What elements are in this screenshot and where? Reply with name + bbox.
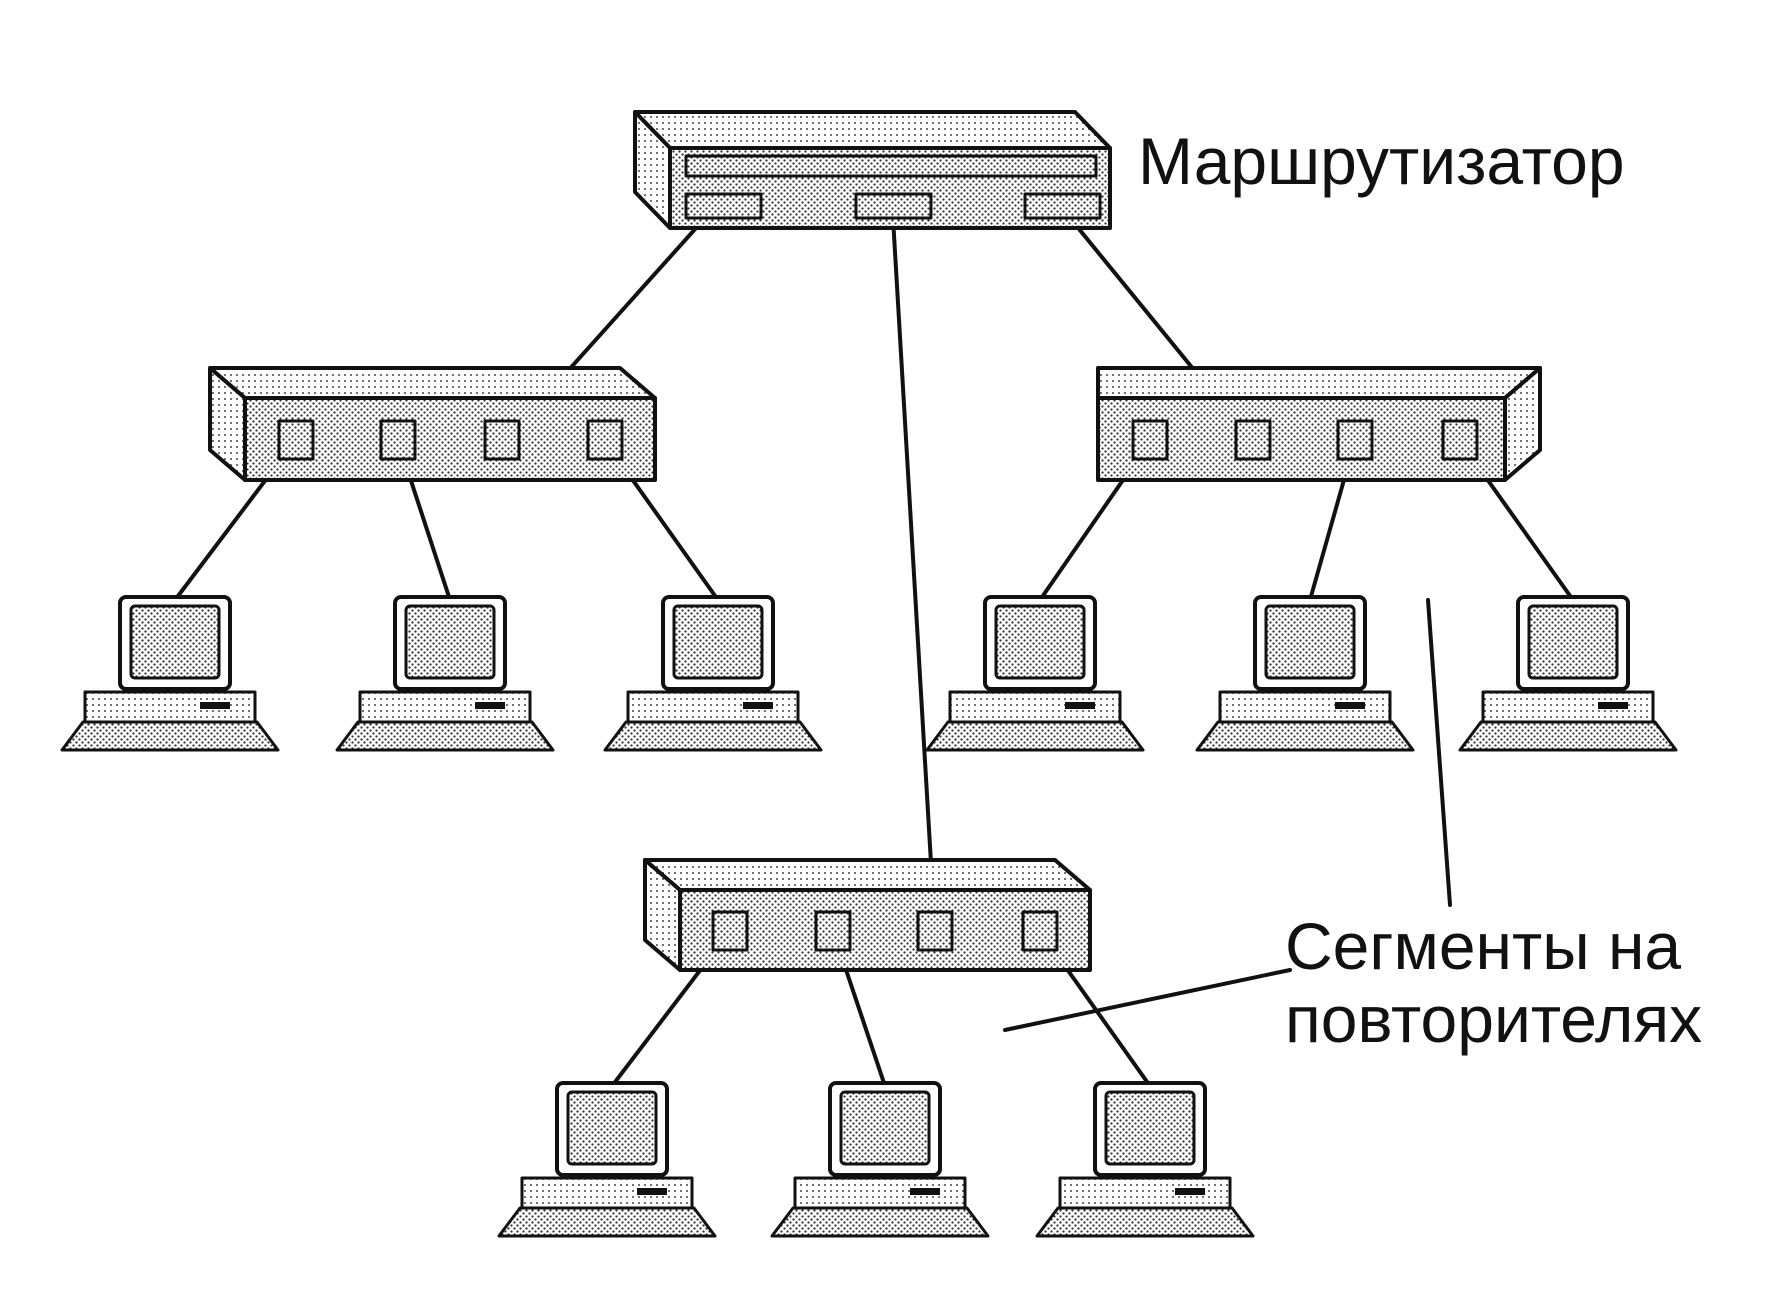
- repeater-bottom-top-face: [643, 858, 1092, 892]
- keyboard: [335, 720, 555, 752]
- repeater-left-port-4: [586, 419, 624, 461]
- computers: [60, 595, 1678, 1238]
- keyboard: [1458, 720, 1678, 752]
- keyboard: [603, 720, 823, 752]
- pointer-line-right: [1426, 598, 1452, 907]
- computer-5: [1195, 595, 1415, 752]
- repeater-left-port-2: [379, 419, 417, 461]
- repeater-right: [1096, 366, 1542, 482]
- drive-slot: [1175, 1188, 1205, 1195]
- repeater-right-port-3: [1336, 419, 1374, 461]
- segments-label-line2: повторителях: [1285, 981, 1703, 1056]
- router-port-1: [684, 192, 763, 220]
- repeater-bottom: [643, 858, 1092, 972]
- repeater-left: [208, 366, 657, 482]
- monitor-screen: [1104, 1090, 1196, 1166]
- monitor-screen: [839, 1090, 931, 1166]
- keyboard: [497, 1206, 717, 1238]
- repeater-left-top-face: [208, 366, 657, 400]
- router-top-face: [633, 110, 1112, 150]
- router-port-3: [1023, 192, 1102, 220]
- segments-label-line1: Сегменты на: [1285, 909, 1682, 983]
- keyboard: [1195, 720, 1415, 752]
- repeater-left-port-1: [277, 419, 315, 461]
- computer-7: [497, 1081, 717, 1238]
- computer-4: [925, 595, 1145, 752]
- link-router-repeater-bottom: [891, 216, 937, 933]
- computer-2: [335, 595, 555, 752]
- drive-slot: [637, 1188, 667, 1195]
- monitor-screen: [994, 604, 1086, 680]
- router-display-slot: [684, 154, 1098, 178]
- keyboard: [1035, 1206, 1255, 1238]
- repeater-bottom-port-3: [916, 910, 954, 952]
- router: [633, 110, 1112, 230]
- repeater-right-port-2: [1234, 419, 1272, 461]
- drive-slot: [1335, 702, 1365, 709]
- drive-slot: [200, 702, 230, 709]
- monitor-screen: [1527, 604, 1619, 680]
- drive-slot: [1065, 702, 1095, 709]
- router-label: Маршрутизатор: [1138, 124, 1625, 198]
- router-port-2: [854, 192, 933, 220]
- monitor-screen: [129, 604, 221, 680]
- drive-slot: [743, 702, 773, 709]
- monitor-screen: [566, 1090, 658, 1166]
- repeater-bottom-port-1: [711, 910, 749, 952]
- repeater-right-top-face: [1096, 366, 1542, 400]
- computer-6: [1458, 595, 1678, 752]
- repeater-right-port-1: [1131, 419, 1169, 461]
- computer-1: [60, 595, 280, 752]
- computer-9: [1035, 1081, 1255, 1238]
- monitor-screen: [404, 604, 496, 680]
- monitor-screen: [1264, 604, 1356, 680]
- keyboard: [770, 1206, 990, 1238]
- drive-slot: [475, 702, 505, 709]
- computer-3: [603, 595, 823, 752]
- repeater-left-port-3: [483, 419, 521, 461]
- drive-slot: [910, 1188, 940, 1195]
- monitor-screen: [672, 604, 764, 680]
- drive-slot: [1598, 702, 1628, 709]
- repeater-right-port-4: [1441, 419, 1479, 461]
- repeater-bottom-port-4: [1021, 910, 1059, 952]
- keyboard: [60, 720, 280, 752]
- segments-label: Сегменты на повторителях: [1285, 910, 1702, 1055]
- pointer-line-bottom: [1003, 968, 1292, 1032]
- keyboard: [925, 720, 1145, 752]
- computer-8: [770, 1081, 990, 1238]
- repeater-bottom-port-2: [814, 910, 852, 952]
